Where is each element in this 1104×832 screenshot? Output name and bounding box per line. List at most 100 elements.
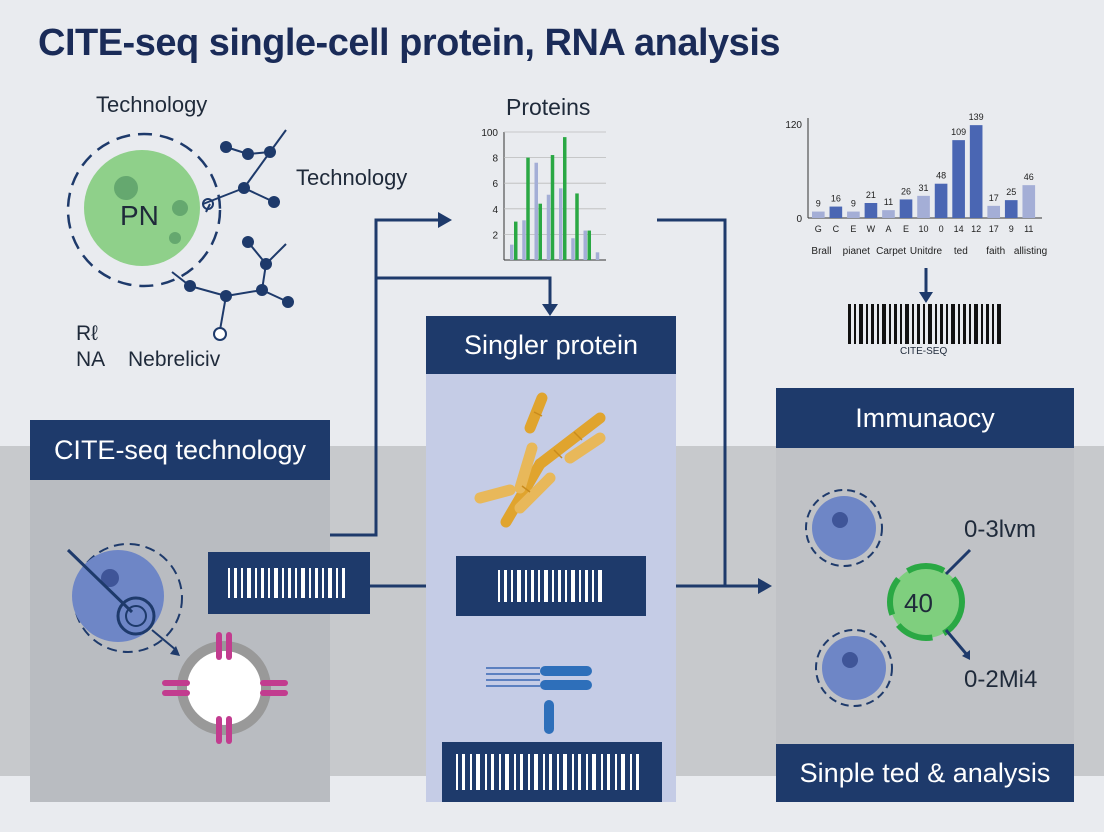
proteins-tick-label: 100 [481,128,498,139]
right-chart-category-label: 9 [1009,224,1014,234]
right-chart-bar [812,211,825,218]
proteins-bar [526,157,530,260]
arrow-line-down [376,276,552,305]
arrowhead-icon [542,304,558,316]
arrowhead-icon [438,212,452,228]
proteins-tick-label: 4 [492,205,498,216]
proteins-bar [583,230,587,260]
right-chart-group-label: ted [954,246,968,257]
proteins-bar [559,188,563,260]
right-chart-bar [829,206,843,218]
arrowhead-icon [758,578,772,594]
right-chart-category-label: E [850,224,856,234]
right-chart-bar [952,140,965,218]
proteins-bar [534,162,538,260]
right-chart-value-label: 26 [901,186,911,196]
right-chart-bar [882,210,895,218]
rna-label-line2: NA [76,348,106,371]
right-chart-value-label: 139 [969,112,984,122]
technology-label-right: Technology [296,165,408,190]
arrow-line-right [657,218,760,588]
right-chart-value-label: 31 [919,183,929,193]
right-chart-bar [934,183,948,218]
right-chart-value-label: 16 [831,194,841,204]
right-chart-bar [899,199,913,218]
left-panel-illustration [66,543,288,744]
center-barcode-box [456,556,646,616]
cell-membrane [66,132,222,288]
right-chart-group-label: Unitdre [910,246,943,257]
center-bottom-barcode-box [442,742,662,802]
right-chart-value-label: 11 [884,197,893,207]
page-title: CITE-seq single-cell protein, RNA analys… [38,22,781,64]
right-panel-footer: Sinple ted & analysis [776,744,1074,802]
right-chart-category-label: E [903,224,909,234]
right-chart-group-label: Brall [811,246,831,257]
proteins-bar [571,238,575,260]
right-chart-bar [917,195,930,218]
right-value-top: 0-3lvm [964,516,1037,543]
proteins-bar [550,155,555,260]
left-panel-header: CITE-seq technology [30,420,330,480]
proteins-bar [595,252,600,260]
bottom-molecule-label: Nebreliciv [128,348,221,371]
right-chart-y-tick: 120 [785,120,802,131]
right-chart-value-label: 109 [951,127,966,137]
right-bar-chart: 12009G16C9E21W11A26E31104801091413912171… [785,112,1047,257]
right-chart-category-label: 11 [1024,224,1033,234]
right-chart-value-label: 9 [816,199,821,209]
right-chart-bar [847,211,860,218]
barcode-label: CITE-SEQ [900,346,948,357]
proteins-bar [510,244,514,260]
right-value-bottom: 0-2Mi4 [964,666,1038,693]
right-chart-bar [864,203,878,218]
right-chart-value-label: 48 [936,171,946,181]
cell-label: PN [120,200,159,231]
right-chart-category-label: W [867,224,876,234]
proteins-bar [587,230,591,260]
right-chart-value-label: 21 [866,190,876,200]
right-chart-category-label: 10 [919,224,929,234]
right-chart-value-label: 9 [851,199,856,209]
right-chart-bar [1004,200,1018,218]
proteins-chart-title: Proteins [506,94,591,120]
right-chart-category-label: G [815,224,822,234]
right-chart-category-label: 17 [989,224,999,234]
proteins-tick-label: 2 [492,230,498,241]
cell-molecule-diagram [66,129,294,341]
right-chart-category-label: 14 [954,224,964,234]
right-chart-category-label: 12 [971,224,981,234]
right-panel-illustration [805,489,972,707]
proteins-bar [514,221,518,260]
center-panel-header: Singler protein [426,316,676,374]
proteins-bar [522,220,526,260]
proteins-bar [563,137,567,260]
right-chart-value-label: 46 [1024,172,1034,182]
right-chart-y-tick: 0 [796,214,802,225]
right-chart-group-label: faith [986,246,1005,257]
proteins-bar [546,194,551,260]
left-barcode-box [208,552,370,614]
right-chart-group-label: pianet [843,246,870,257]
right-chart-category-label: A [885,224,891,234]
arrowhead-icon [919,292,933,303]
proteins-tick-label: 8 [492,154,498,165]
right-chart-bar [1022,185,1036,218]
technology-label-top: Technology [96,92,208,117]
right-chart-category-label: 0 [939,224,944,234]
proteins-tick-label: 6 [492,179,498,190]
right-chart-category-label: C [833,224,840,234]
right-chart-bar [969,125,983,218]
right-chart-group-label: Carpet [876,246,906,257]
right-chart-value-label: 17 [989,193,999,203]
right-chart-bar [987,205,1001,218]
proteins-chart-svg: 100 8 6 4 2 [481,128,606,261]
right-panel-header: Immunaocy [776,388,1074,448]
right-center-value: 40 [904,588,933,618]
antibody-illustration [486,666,592,734]
right-chart-value-label: 25 [1006,187,1016,197]
proteins-bar [575,193,579,260]
rna-label-line1: Rℓ [76,322,98,345]
cite-seq-barcode [848,304,1001,344]
proteins-chart: Proteins 100 8 6 4 2 [456,90,616,270]
